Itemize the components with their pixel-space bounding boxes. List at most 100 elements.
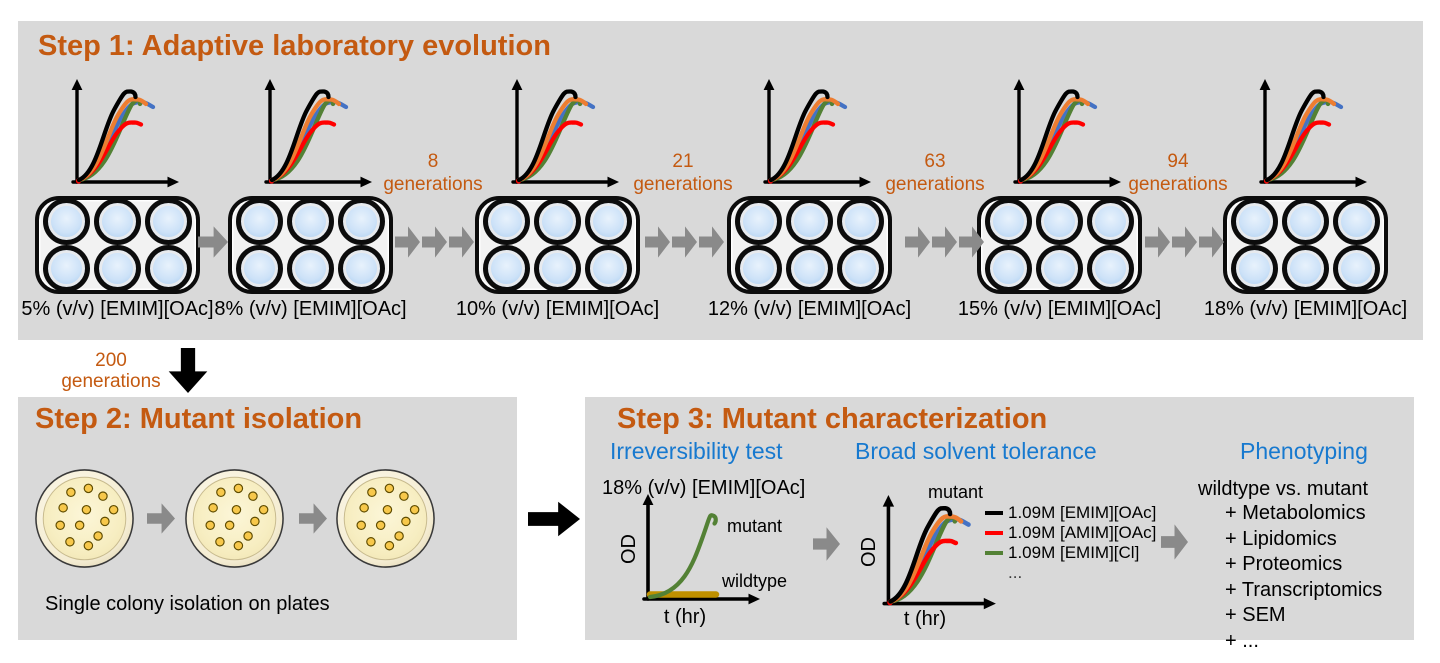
six-well-plate [727, 196, 892, 294]
broad-tolerance-heading: Broad solvent tolerance [855, 438, 1097, 464]
transfer-arrows-icon [645, 225, 724, 259]
broad-xlabel: t (hr) [903, 608, 947, 630]
phenotyping-comparison: wildtype vs. mutant [1198, 478, 1369, 500]
plate-well [786, 245, 833, 292]
plate-well [985, 198, 1032, 245]
panel-step1: Step 1: Adaptive laboratory evolution 5%… [18, 21, 1423, 340]
mutant-growth-curve [647, 513, 718, 600]
plate-well [1036, 245, 1083, 292]
legend-item: 1.09M [EMIM][Cl] [985, 543, 1156, 563]
plate-well [236, 198, 283, 245]
plate-well [338, 198, 385, 245]
legend-swatch [985, 530, 1003, 536]
plate-well [338, 245, 385, 292]
irreversibility-heading: Irreversibility test [610, 438, 783, 464]
panel-step3: Step 3: Mutant characterization Irrevers… [585, 397, 1414, 652]
growth-curves-chart [1011, 78, 1123, 190]
broad-chart-label: mutant [928, 482, 984, 502]
transfer-arrows-icon [905, 225, 984, 259]
irreversibility-xlabel: t (hr) [663, 606, 707, 628]
plate-well [534, 245, 581, 292]
plate-well [1087, 198, 1134, 245]
plate-well [1282, 198, 1329, 245]
plate-label: 5% (v/v) [EMIM][OAc] [21, 298, 214, 320]
phenotyping-item: + Proteomics [1225, 553, 1343, 576]
growth-curves-chart [1257, 78, 1369, 190]
broad-tolerance-chart [880, 494, 998, 612]
plate-well [534, 198, 581, 245]
plate-well [1087, 245, 1134, 292]
legend-swatch [985, 510, 1003, 516]
six-well-plate [475, 196, 640, 294]
plate-well [43, 245, 90, 292]
phenotyping-list: + Metabolomics + Lipidomics + Proteomics… [1225, 501, 1382, 655]
six-well-plate [35, 196, 200, 294]
six-well-plate [1223, 196, 1388, 294]
evolution-stage-1: 5% (v/v) [EMIM][OAc] [21, 21, 214, 340]
plate-well [94, 245, 141, 292]
plate-well [236, 245, 283, 292]
phenotyping-item: + Lipidomics [1225, 527, 1337, 550]
growth-curves-chart [262, 78, 374, 190]
plate-well [94, 198, 141, 245]
phenotyping-item: + ... [1225, 629, 1259, 652]
plate-well [837, 245, 884, 292]
plate-label: 10% (v/v) [EMIM][OAc] [455, 298, 660, 320]
next-test-arrow-icon [813, 527, 840, 561]
step2-caption: Single colony isolation on plates [45, 593, 330, 615]
legend-more: ... [1008, 563, 1023, 582]
evolution-stage-6: 18% (v/v) [EMIM][OAc] [1204, 21, 1407, 340]
irreversibility-chart [642, 494, 760, 605]
plate-well [287, 245, 334, 292]
growth-curves-chart [509, 78, 621, 190]
growth-curves-chart [69, 78, 181, 190]
step-down-arrow-icon [168, 348, 208, 393]
plate-well [585, 198, 632, 245]
broad-ylabel: OD [857, 537, 880, 567]
mutant-curve-label: mutant [727, 516, 783, 536]
plate-well [483, 245, 530, 292]
plate-well [43, 198, 90, 245]
plate-well [1231, 245, 1278, 292]
step3-title: Step 3: Mutant characterization [617, 403, 1048, 435]
six-well-plate [228, 196, 393, 294]
six-well-plate [977, 196, 1142, 294]
growth-curves-chart [761, 78, 873, 190]
next-test-arrow-icon [1161, 524, 1188, 560]
plate-well [145, 245, 192, 292]
step2-title: Step 2: Mutant isolation [35, 403, 363, 435]
plate-label: 12% (v/v) [EMIM][OAc] [707, 298, 912, 320]
plate-well [735, 198, 782, 245]
phenotyping-item: + SEM [1225, 604, 1286, 627]
plate-label: 15% (v/v) [EMIM][OAc] [957, 298, 1162, 320]
solvent-legend: 1.09M [EMIM][OAc] 1.09M [AMIM][OAc] 1.09… [985, 503, 1156, 583]
evolution-stage-2: 8% (v/v) [EMIM][OAc] [214, 21, 407, 340]
irreversibility-ylabel: OD [617, 534, 640, 564]
plate-well [585, 245, 632, 292]
transfer-arrow-icon [198, 226, 228, 258]
legend-swatch [985, 550, 1003, 556]
legend-item: 1.09M [AMIM][OAc] [985, 523, 1156, 543]
plate-well [1333, 245, 1380, 292]
phenotyping-item: + Transcriptomics [1225, 578, 1383, 601]
wildtype-curve-label: wildtype [722, 571, 788, 591]
irreversibility-condition: 18% (v/v) [EMIM][OAc] [602, 477, 806, 499]
plate-well [735, 245, 782, 292]
transfer-arrow-icon [147, 503, 175, 534]
petri-dish [35, 469, 134, 568]
plate-well [483, 198, 530, 245]
step1-title: Step 1: Adaptive laboratory evolution [38, 30, 551, 62]
transfer-arrow-icon [299, 503, 327, 534]
transfer-arrows-icon [395, 225, 474, 259]
plate-well [1282, 245, 1329, 292]
plate-well [145, 198, 192, 245]
plate-label: 18% (v/v) [EMIM][OAc] [1203, 298, 1408, 320]
legend-item: 1.09M [EMIM][OAc] [985, 503, 1156, 523]
plate-well [786, 198, 833, 245]
